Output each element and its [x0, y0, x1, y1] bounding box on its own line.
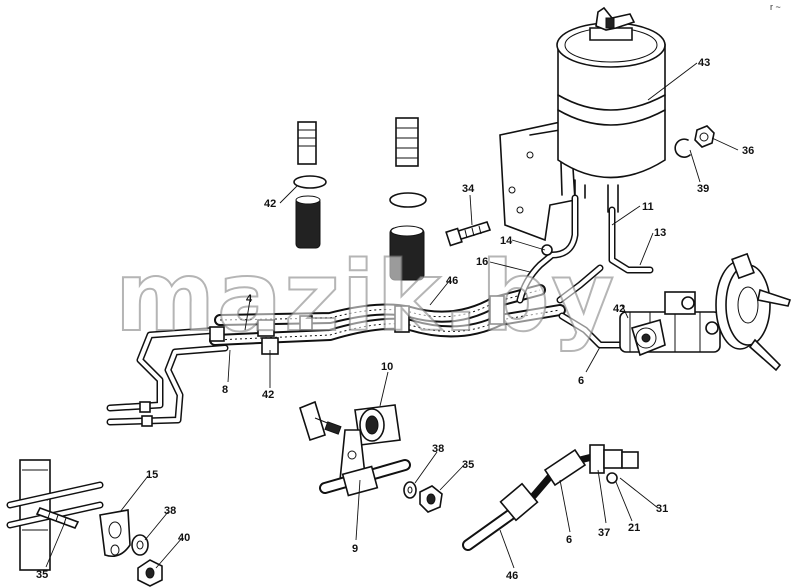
callout-31: 31 [656, 503, 668, 515]
hose-fitting-left [293, 121, 327, 249]
clip-15 [99, 509, 131, 558]
callout-6-detail: 6 [566, 534, 572, 546]
callout-37: 37 [598, 527, 610, 539]
frame-bracket [6, 459, 104, 571]
callout-35-frame: 35 [36, 569, 48, 581]
steering-pump [619, 291, 721, 357]
callout-34: 34 [462, 183, 475, 195]
bolt-34 [445, 221, 492, 247]
callout-46-detail: 46 [506, 570, 518, 582]
pressure-line-6 [558, 312, 634, 349]
callout-4: 4 [246, 293, 253, 305]
reservoir-tank [499, 6, 666, 242]
callout-46-hose: 46 [446, 275, 458, 287]
reservoir-body [557, 44, 666, 179]
callout-labels: 43 36 39 11 13 34 14 16 42 42 42 46 4 8 … [36, 57, 754, 582]
leader-lines [45, 62, 739, 569]
callout-13: 13 [654, 227, 666, 239]
callout-21: 21 [628, 522, 640, 534]
callout-11: 11 [642, 201, 654, 213]
callout-36: 36 [742, 145, 754, 157]
callout-35-clamp: 35 [462, 459, 474, 471]
callout-15: 15 [146, 469, 158, 481]
main-pressure-hose [209, 304, 566, 346]
callout-16: 16 [476, 256, 488, 268]
hose-fitting-right [389, 117, 427, 281]
callout-10: 10 [381, 361, 393, 373]
reservoir-lines [516, 194, 654, 304]
pump-pulley [715, 252, 792, 372]
steel-lines-left [106, 326, 229, 427]
callout-14: 14 [500, 235, 513, 247]
callout-8: 8 [222, 384, 228, 396]
lock-washer-39 [674, 138, 691, 158]
hose-fittings [209, 295, 505, 355]
hose-clamp-assembly [299, 400, 411, 497]
return-hose [214, 284, 546, 326]
callout-39: 39 [697, 183, 709, 195]
nut-36 [694, 125, 715, 148]
nut-40 [137, 559, 163, 587]
watermark-text: mazik.by [115, 241, 616, 353]
callout-40: 40 [178, 532, 190, 544]
callout-9: 9 [352, 543, 358, 555]
washer-38-lower [131, 534, 149, 556]
corner-mark: r ~ [770, 2, 781, 12]
callout-42-top: 42 [264, 198, 276, 210]
nut-35 [419, 485, 443, 513]
washer-38 [403, 481, 417, 499]
hose-end-detail [462, 444, 639, 551]
callout-42-hose: 42 [262, 389, 274, 401]
callout-38-clamp: 38 [432, 443, 444, 455]
callout-38-frame: 38 [164, 505, 176, 517]
callout-6-pump: 6 [578, 375, 584, 387]
callout-42-pump: 42 [613, 303, 625, 315]
callout-43: 43 [698, 57, 710, 69]
